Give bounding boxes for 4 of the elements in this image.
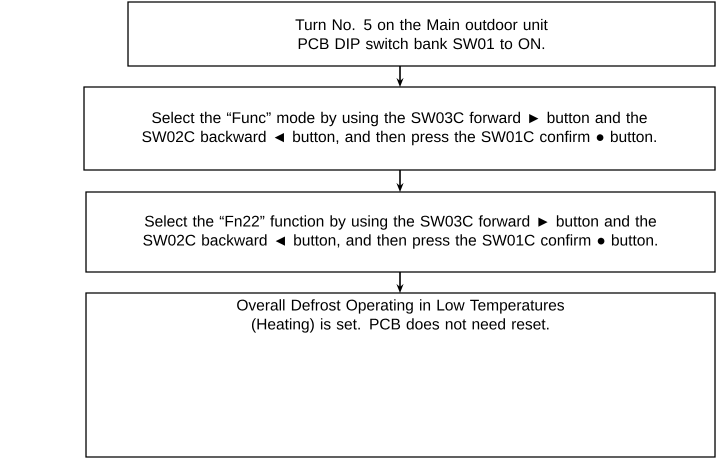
process-box: Turn No. 5 on the Main outdoor unit PCB DIP switch bank SW01 to ON. <box>127 1 716 67</box>
process-box: Select the “Func” mode by using the SW03C forward ► button and the SW02C backward ◄ button, and then press the SW01C confirm ● button. <box>83 86 716 171</box>
process-box: Overall Defrost Operating in Low Temperatures (Heating) is set. PCB does not need reset. <box>85 292 716 458</box>
process-box: Select the “Fn22” function by using the SW03C forward ► button and the SW02C backward ◄ button, and then press the SW01C confirm ● button. <box>85 191 716 273</box>
